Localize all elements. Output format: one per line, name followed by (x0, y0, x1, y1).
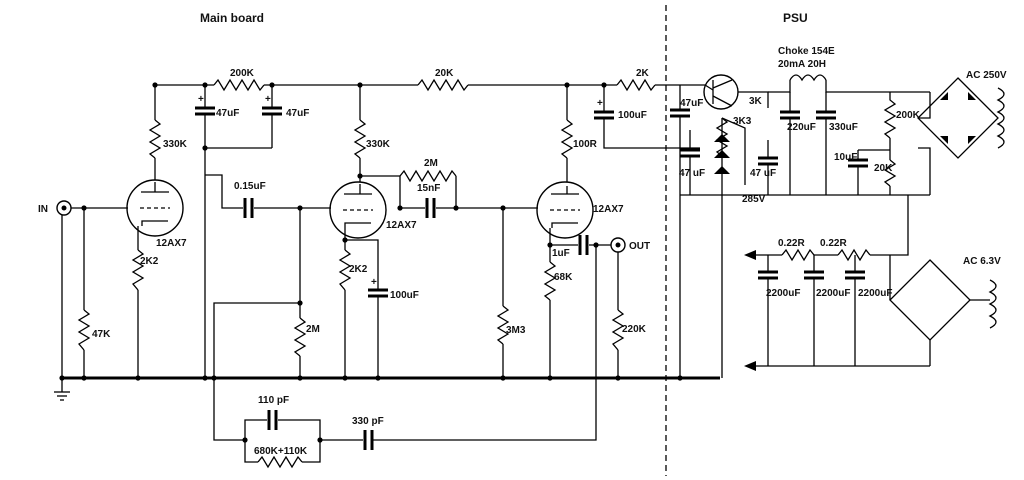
c15n-label: 15nF (417, 183, 440, 194)
choke-line1: Choke 154E (778, 46, 835, 57)
tube-2 (329, 181, 387, 239)
r2m-grid-label: 2M (306, 324, 320, 335)
r2k2-2-label: 2K2 (349, 264, 368, 275)
heater-ac-label: AC 6.3V (963, 256, 1001, 267)
tube-3-label: 12AX7 (593, 204, 624, 215)
r20k-psu-label: 20K (874, 163, 893, 174)
zener-diodes (714, 118, 730, 195)
c47-psu-a-label: 47 uF (679, 168, 705, 179)
r2k2-2 (338, 249, 352, 291)
tube-2-label: 12AX7 (386, 220, 417, 231)
r20k-psu (883, 159, 897, 187)
output-jack[interactable] (610, 237, 626, 253)
c47-1-label: 47uF (216, 108, 239, 119)
c47-psu-b-label: 47 uF (750, 168, 776, 179)
choke (789, 74, 827, 82)
r220k (611, 309, 625, 351)
tube-3 (536, 181, 594, 239)
r200k-psu-label: 200K (896, 110, 921, 121)
input-jack[interactable] (56, 200, 72, 216)
r3k3-label: 3K3 (733, 116, 752, 127)
c47-2-label: 47uF (286, 108, 309, 119)
choke-line2: 20mA 20H (778, 59, 826, 70)
ground-symbol (54, 378, 70, 401)
heater-minus-arrow (744, 361, 756, 371)
r20k-top-label: 20K (435, 68, 454, 79)
r100r-label: 100R (573, 139, 598, 150)
r200k-top-label: 200K (230, 68, 255, 79)
c100-top-label: 100uF (618, 110, 647, 121)
c47-psu-top-label: 47uF (680, 98, 703, 109)
tube-1-label: 12AX7 (156, 238, 187, 249)
r022-2 (837, 248, 871, 262)
r2m-feedback (399, 169, 457, 183)
r022-1-label: 0.22R (778, 238, 805, 249)
c2200-2-label: 2200uF (816, 288, 850, 299)
svg-text:+: + (198, 94, 204, 105)
c2200-3-label: 2200uF (858, 288, 892, 299)
c47-2 (205, 85, 282, 149)
r680k-label: 680K+110K (254, 446, 308, 457)
r2k2-1 (131, 249, 145, 291)
r47k (77, 309, 91, 351)
r3k-label: 3K (749, 96, 763, 107)
hv-transformer (996, 87, 1005, 149)
r2m-grid (293, 317, 307, 357)
r2k-top-label: 2K (636, 68, 650, 79)
r100r (560, 119, 574, 159)
r022-2-label: 0.22R (820, 238, 847, 249)
r200k-psu (883, 92, 897, 139)
tube-1 (126, 179, 184, 237)
c100-cath-label: 100uF (390, 290, 419, 301)
junctions (59, 82, 683, 443)
c100-top (594, 85, 700, 149)
c1u-label: 1uF (552, 248, 570, 259)
heater-bridge (889, 255, 971, 366)
r47k-label: 47K (92, 329, 111, 340)
c220-label: 220uF (787, 122, 816, 133)
hv-bridge (917, 77, 999, 159)
psu-heading: PSU (783, 11, 808, 25)
c110p-label: 110 pF (258, 395, 289, 406)
c10-label: 10uF (834, 152, 857, 163)
svg-text:+: + (371, 277, 377, 288)
svg-text:+: + (265, 94, 271, 105)
r220k-label: 220K (622, 324, 647, 335)
r330k-2 (353, 119, 367, 159)
r3m3 (496, 305, 510, 345)
r2k2-1-label: 2K2 (140, 256, 159, 267)
r3m3-label: 3M3 (506, 325, 526, 336)
heater-plus-arrow (744, 250, 756, 260)
hv-ac-label: AC 250V (966, 70, 1007, 81)
r330k-1-label: 330K (163, 139, 188, 150)
main-board-heading: Main board (200, 11, 264, 25)
r68k (543, 261, 557, 301)
output-label: OUT (629, 241, 650, 252)
c015-label: 0.15uF (234, 181, 266, 192)
svg-text:+: + (597, 98, 603, 109)
c47-1 (195, 85, 215, 378)
r330k-2-label: 330K (366, 139, 391, 150)
r330k-1 (148, 119, 162, 159)
reg-voltage-label: 285V (742, 194, 766, 205)
c2200-1-label: 2200uF (766, 288, 800, 299)
r68k-label: 68K (554, 272, 573, 283)
b-plus-rail (154, 78, 705, 120)
pass-transistor (703, 74, 739, 110)
r2m-feedback-label: 2M (424, 158, 438, 169)
input-label: IN (38, 204, 48, 215)
c330p-label: 330 pF (352, 416, 384, 427)
r680k (257, 455, 303, 469)
c330-label: 330uF (829, 122, 858, 133)
r022-1 (781, 248, 815, 262)
heater-transformer (988, 279, 997, 329)
